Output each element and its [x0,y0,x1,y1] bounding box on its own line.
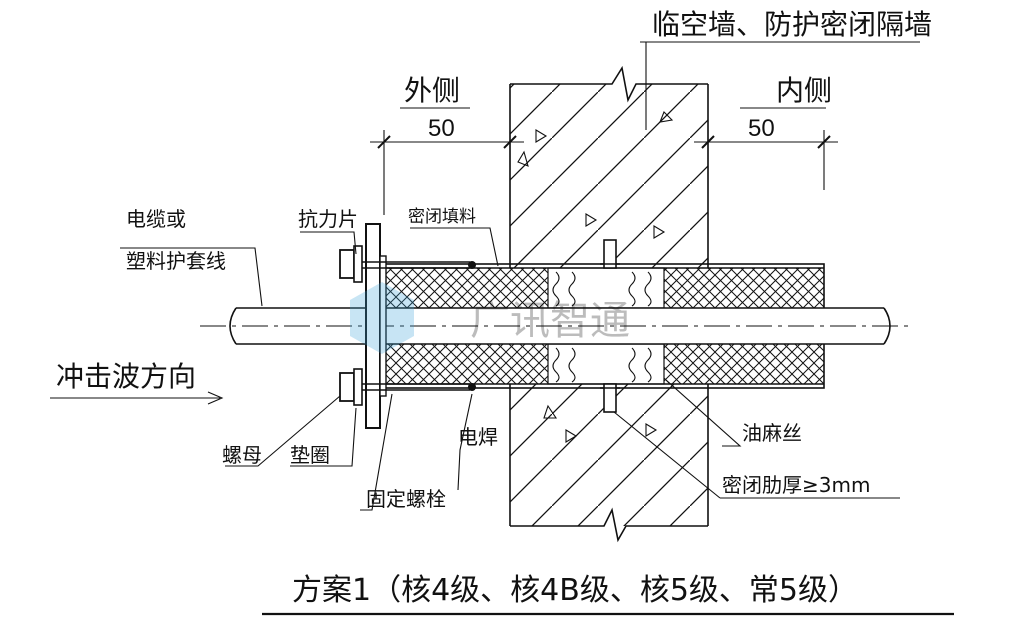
label-seal-fill: 密闭填料 [408,207,476,227]
anti-force-plate [339,223,476,429]
label-washer: 垫圈 [290,443,330,467]
label-cable-2: 塑料护套线 [126,249,226,273]
label-fixing-bolt: 固定螺栓 [366,487,446,511]
watermark: 广讯智通 [350,282,630,354]
concrete-aggregate-marks [517,111,674,443]
oakum-strands [552,271,652,383]
label-nut: 螺母 [222,443,262,467]
wall-break-top [510,65,708,103]
caption: 方案1（核4级、核4B级、核5级、常5级） [292,573,858,608]
label-seal-rib: 密闭肋厚≥3mm [722,473,870,497]
label-weld: 电焊 [458,425,498,449]
dim-right: 50 [748,115,775,142]
watermark-text: 广讯智通 [470,298,630,344]
dim-left: 50 [428,115,455,142]
cable [200,307,912,345]
label-cable: 电缆或 [126,207,186,231]
seal-rib-top [603,239,617,269]
label-shock-direction: 冲击波方向 [56,360,196,393]
watermark-logo-icon [350,282,414,354]
leader-lines [50,41,954,616]
dimensions [370,130,838,215]
wall-title: 临空墙、防护密闭隔墙 [652,8,932,41]
side-outer-label: 外侧 [404,74,460,107]
side-inner-label: 内侧 [776,74,832,107]
label-oakum: 油麻丝 [742,421,802,445]
seal-rib-bottom [603,383,617,413]
label-anti-force-plate: 抗力片 [298,207,358,231]
oakum-lower [547,343,665,385]
wall-break-bottom [510,507,708,543]
